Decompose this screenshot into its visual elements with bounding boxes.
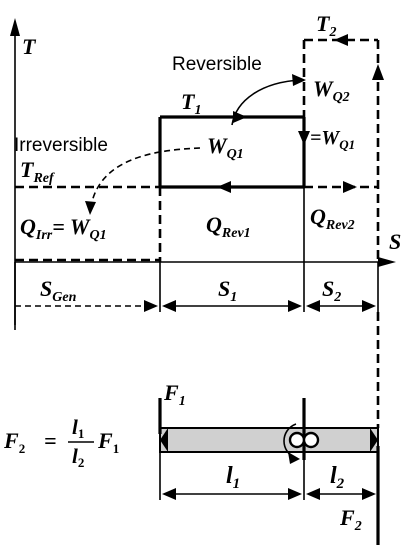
reversible-transfer-arrow [231, 74, 306, 126]
arrow-left-tref [217, 181, 231, 193]
s1-label: S1 [218, 276, 237, 305]
t1-level-label: T1 [181, 89, 201, 118]
t2-level-label: T2 [316, 11, 336, 40]
reversible-label: Reversible [172, 54, 262, 75]
irreversible-label: Irreversible [14, 135, 108, 156]
pivot [283, 398, 320, 464]
formula-equals: = [44, 428, 57, 453]
s2-label: S2 [322, 276, 341, 305]
f1-label: F1 [163, 380, 186, 409]
irreversible-heat-region [15, 185, 162, 262]
formula-rhs: F1 [97, 428, 119, 456]
l2-label: l2 [330, 463, 345, 492]
formula-lhs: F2 [3, 428, 25, 456]
arrow-down-s1 [298, 131, 310, 145]
irreversible-transfer-arrow [85, 147, 201, 215]
wq1-main-label: WQ1 [207, 133, 244, 162]
arrow-right-t1 [233, 111, 247, 123]
entropy-axis-label: S [389, 229, 401, 254]
entropy-axis [15, 257, 396, 267]
arrow-up-t2 [372, 64, 384, 80]
lever-length-dimensions [159, 452, 376, 500]
lever-end-right [370, 428, 378, 452]
l1-label: l1 [226, 463, 240, 492]
formula-denominator: l2 [72, 444, 84, 470]
lever-bar [159, 427, 379, 453]
lever-formula: F2 = l1 l2 F1 [3, 415, 119, 470]
lever-end-left [160, 428, 168, 452]
equals-wq1-label: =WQ1 [310, 127, 355, 152]
q-irr-label: QIrr= WQ1 [20, 214, 107, 243]
q-rev1-label: QRev1 [206, 212, 251, 241]
q-rev2-label: QRev2 [310, 204, 355, 233]
s-gen-label: SGen [40, 276, 77, 305]
arrow-left-t2 [334, 34, 348, 46]
reversible-cycle-t2 [302, 34, 384, 262]
entropy-span-dimensions [14, 262, 379, 325]
formula-numerator: l1 [72, 415, 84, 441]
wq2-label: WQ2 [313, 76, 350, 105]
temperature-axis-label: T [22, 34, 37, 59]
f2-label: F2 [339, 505, 362, 534]
tref-level-label: TRef [20, 157, 55, 186]
arrow-right-tref2 [343, 181, 357, 193]
